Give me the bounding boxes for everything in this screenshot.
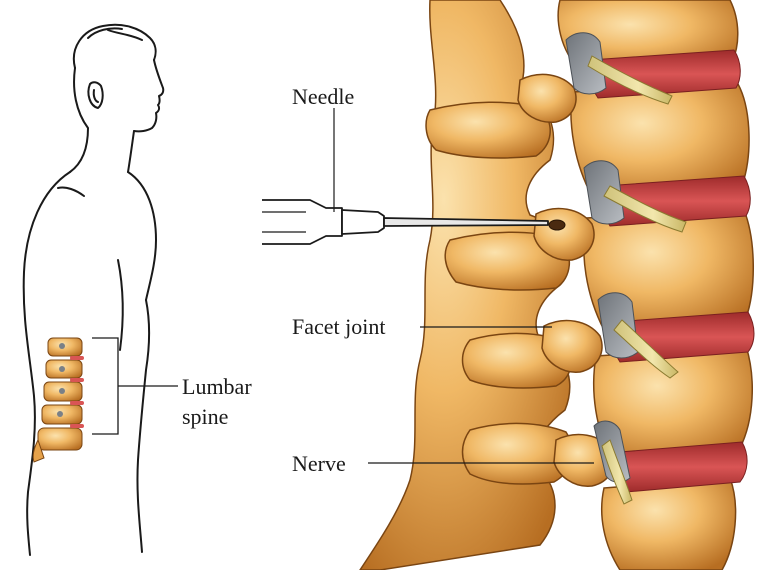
spine-illustration [360,0,754,570]
lumbar-spine-inset [33,338,84,462]
facet-joint-label: Facet joint [292,314,385,339]
lumbar-label-line1: Lumbar [182,374,252,399]
nerve-label: Nerve [292,451,346,476]
lumbar-label-line2: spine [182,404,228,429]
injection-site [549,220,565,230]
human-figure-icon [24,25,164,555]
needle-label: Needle [292,84,354,109]
lumbar-bracket [92,338,178,434]
